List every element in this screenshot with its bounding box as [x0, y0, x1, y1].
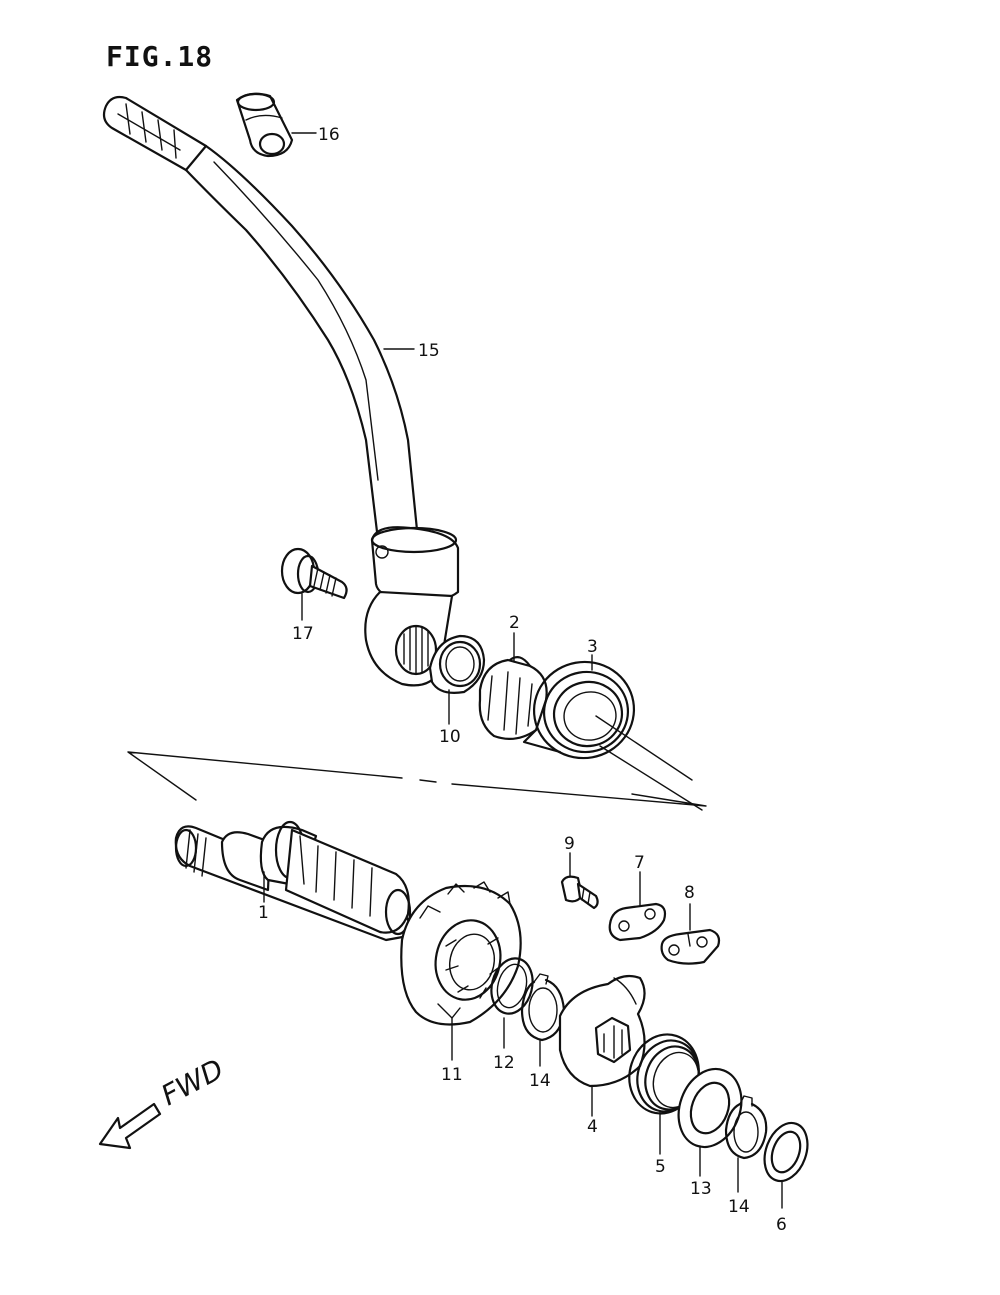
callout-9: 9 — [564, 834, 575, 854]
part-15-kick-lever — [102, 95, 460, 687]
callout-1: 1 — [258, 903, 269, 923]
part-1-kick-shaft — [174, 820, 412, 942]
callout-12: 12 — [493, 1053, 515, 1073]
callout-11: 11 — [441, 1065, 463, 1085]
fwd-arrow-icon — [98, 1102, 162, 1150]
part-10-bushing — [428, 634, 486, 694]
fwd-label: FWD — [156, 1052, 229, 1112]
part-8-stopper — [660, 928, 721, 965]
callout-8: 8 — [684, 883, 695, 903]
callout-4: 4 — [587, 1117, 598, 1137]
callout-13: 13 — [690, 1179, 712, 1199]
callout-14-lower: 14 — [728, 1197, 750, 1217]
part-13-washer — [677, 1067, 743, 1149]
part-6-washer — [763, 1121, 809, 1183]
part-11-kick-drive-gear — [400, 881, 522, 1026]
callout-2: 2 — [509, 613, 520, 633]
part-14-circlip-upper — [520, 973, 566, 1042]
callout-14-upper: 14 — [529, 1071, 551, 1091]
callout-10: 10 — [439, 727, 461, 747]
part-9-bolt — [560, 875, 599, 910]
assembly-reference-line — [127, 745, 707, 811]
part-4-ratchet — [558, 974, 646, 1088]
figure-title: FIG.18 — [106, 40, 214, 73]
part-17-bolt — [280, 547, 348, 600]
part-12-washer — [490, 957, 534, 1015]
part-3-kick-spring — [522, 660, 693, 781]
callout-16: 16 — [318, 125, 340, 145]
callout-7: 7 — [634, 853, 645, 873]
callout-3: 3 — [587, 637, 598, 657]
part-7-plate — [608, 902, 667, 942]
callout-5: 5 — [655, 1157, 666, 1177]
callout-15: 15 — [418, 341, 440, 361]
part-14-circlip-lower — [724, 1095, 768, 1160]
callout-17: 17 — [292, 624, 314, 644]
part-16-grip-cap — [235, 92, 294, 158]
callout-6: 6 — [776, 1215, 787, 1235]
part-2-kick-guide — [478, 656, 548, 741]
